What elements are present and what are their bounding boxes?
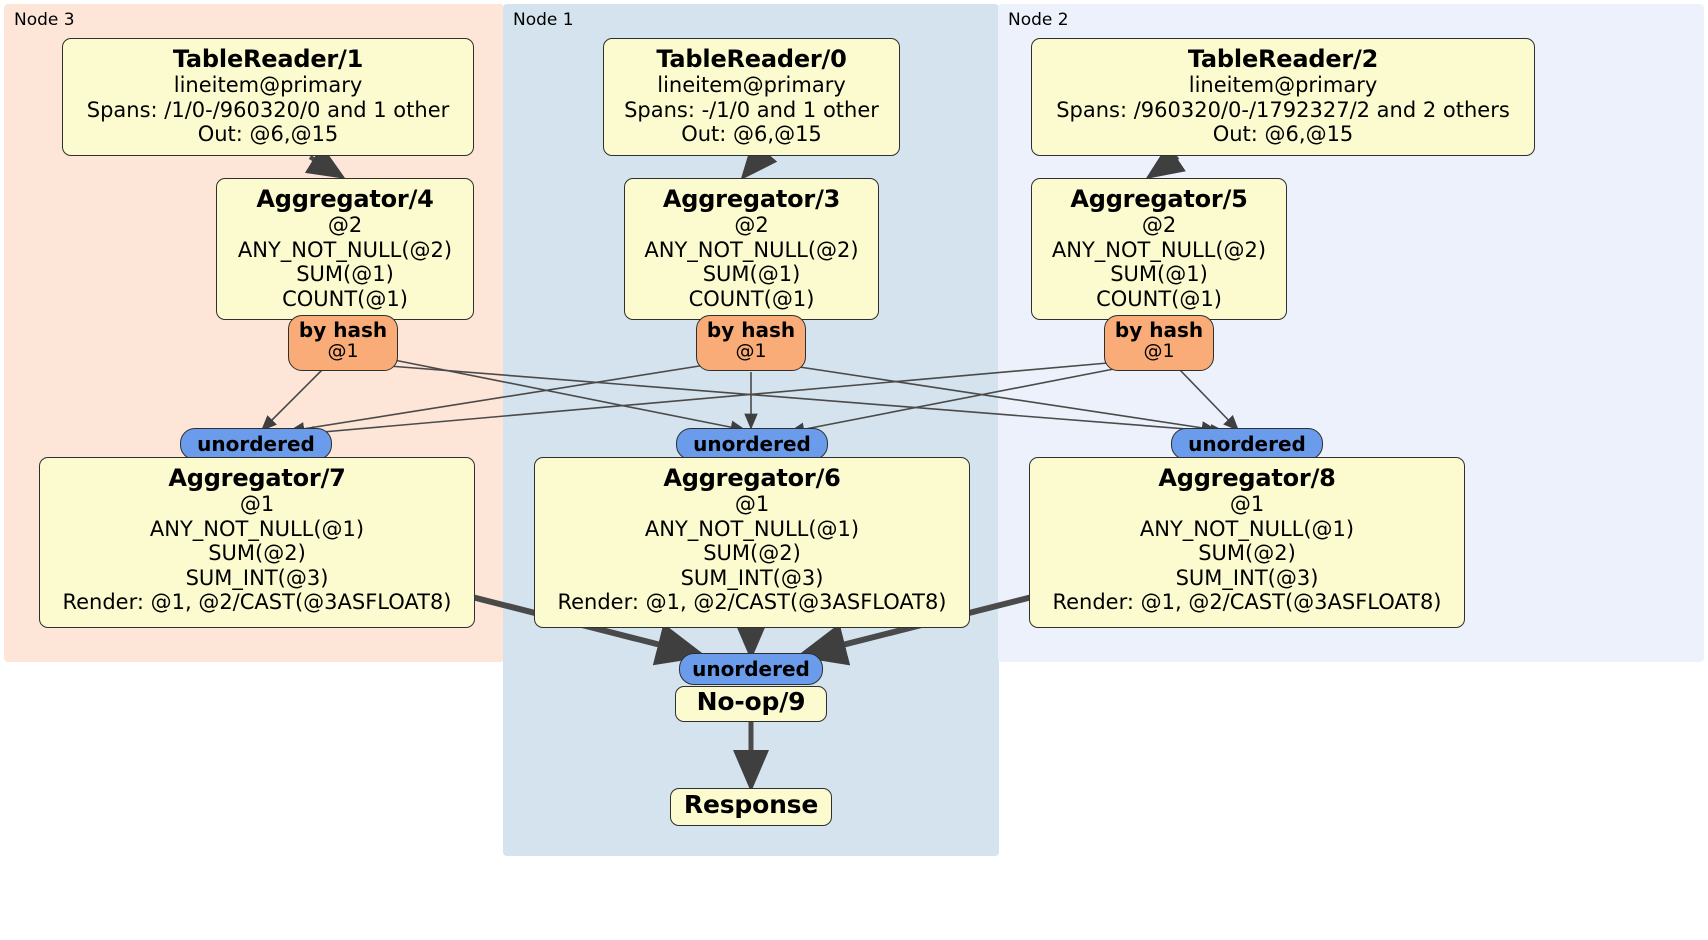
badge-by-hash-left[interactable]: by hash @1 — [288, 315, 398, 371]
badge-by-hash-center[interactable]: by hash @1 — [696, 315, 806, 371]
aggregator-3-group: @2 — [734, 213, 769, 238]
table-reader-2-spans: Spans: /960320/0-/1792327/2 and 2 others — [1056, 97, 1510, 122]
badge-unordered-center-title: unordered — [693, 431, 811, 456]
table-reader-0-title: TableReader/0 — [656, 45, 847, 73]
table-reader-0-out: Out: @6,@15 — [681, 122, 822, 147]
aggregator-7-group: @1 — [239, 492, 275, 517]
aggregator-7-agg2: SUM(@2) — [208, 541, 306, 566]
aggregator-6-render: Render: @1, @2/CAST(@3ASFLOAT8) — [557, 590, 947, 615]
badge-unordered-left[interactable]: unordered — [180, 428, 332, 460]
table-reader-0-table: lineitem@primary — [657, 73, 846, 98]
processor-aggregator-6[interactable]: Aggregator/6 @1 ANY_NOT_NULL(@1) SUM(@2)… — [534, 457, 970, 628]
aggregator-6-agg3: SUM_INT(@3) — [680, 565, 824, 590]
processor-table-reader-0[interactable]: TableReader/0 lineitem@primary Spans: -/… — [603, 38, 900, 156]
aggregator-8-agg3: SUM_INT(@3) — [1175, 565, 1319, 590]
badge-by-hash-right-title: by hash — [1114, 318, 1204, 342]
aggregator-6-agg1: ANY_NOT_NULL(@1) — [644, 516, 860, 541]
aggregator-5-agg1: ANY_NOT_NULL(@2) — [1051, 237, 1267, 262]
aggregator-4-agg2: SUM(@1) — [296, 262, 394, 287]
badge-unordered-right-title: unordered — [1188, 431, 1306, 456]
badge-unordered-right[interactable]: unordered — [1171, 428, 1323, 460]
node-panel-label-node3: Node 3 — [14, 10, 75, 30]
processor-response[interactable]: Response — [670, 788, 832, 826]
badge-unordered-left-title: unordered — [197, 431, 315, 456]
aggregator-7-agg3: SUM_INT(@3) — [185, 565, 329, 590]
aggregator-5-group: @2 — [1141, 213, 1177, 238]
table-reader-1-table: lineitem@primary — [173, 73, 363, 98]
processor-table-reader-2[interactable]: TableReader/2 lineitem@primary Spans: /9… — [1031, 38, 1535, 156]
aggregator-6-agg2: SUM(@2) — [703, 541, 801, 566]
aggregator-8-title: Aggregator/8 — [1158, 464, 1336, 492]
aggregator-7-title: Aggregator/7 — [168, 464, 346, 492]
aggregator-5-title: Aggregator/5 — [1070, 185, 1248, 213]
badge-by-hash-center-sub: @1 — [735, 340, 767, 363]
node-panel-label-node2: Node 2 — [1008, 10, 1069, 30]
badge-by-hash-left-title: by hash — [298, 318, 388, 342]
aggregator-8-render: Render: @1, @2/CAST(@3ASFLOAT8) — [1052, 590, 1442, 615]
badge-by-hash-left-sub: @1 — [327, 340, 359, 363]
badge-unordered-final-title: unordered — [692, 656, 810, 681]
badge-by-hash-right[interactable]: by hash @1 — [1104, 315, 1214, 371]
aggregator-3-agg3: COUNT(@1) — [688, 286, 815, 311]
aggregator-7-agg1: ANY_NOT_NULL(@1) — [149, 516, 365, 541]
aggregator-8-agg1: ANY_NOT_NULL(@1) — [1139, 516, 1355, 541]
aggregator-5-agg3: COUNT(@1) — [1096, 286, 1222, 311]
processor-aggregator-7[interactable]: Aggregator/7 @1 ANY_NOT_NULL(@1) SUM(@2)… — [39, 457, 475, 628]
response-title: Response — [683, 790, 819, 820]
aggregator-8-agg2: SUM(@2) — [1198, 541, 1296, 566]
processor-aggregator-4[interactable]: Aggregator/4 @2 ANY_NOT_NULL(@2) SUM(@1)… — [216, 178, 474, 320]
table-reader-0-spans: Spans: -/1/0 and 1 other — [624, 97, 879, 122]
badge-unordered-center[interactable]: unordered — [676, 428, 828, 460]
aggregator-6-title: Aggregator/6 — [663, 464, 841, 492]
table-reader-2-table: lineitem@primary — [1188, 73, 1378, 98]
processor-aggregator-3[interactable]: Aggregator/3 @2 ANY_NOT_NULL(@2) SUM(@1)… — [624, 178, 879, 320]
badge-by-hash-center-title: by hash — [706, 318, 796, 342]
processor-aggregator-8[interactable]: Aggregator/8 @1 ANY_NOT_NULL(@1) SUM(@2)… — [1029, 457, 1465, 628]
processor-aggregator-5[interactable]: Aggregator/5 @2 ANY_NOT_NULL(@2) SUM(@1)… — [1031, 178, 1287, 320]
aggregator-5-agg2: SUM(@1) — [1110, 262, 1208, 287]
table-reader-1-title: TableReader/1 — [172, 45, 364, 73]
badge-by-hash-right-sub: @1 — [1143, 340, 1175, 363]
aggregator-8-group: @1 — [1229, 492, 1265, 517]
aggregator-3-agg2: SUM(@1) — [702, 262, 801, 287]
table-reader-2-title: TableReader/2 — [1187, 45, 1379, 73]
processor-noop-9[interactable]: No-op/9 — [675, 686, 827, 722]
table-reader-1-spans: Spans: /1/0-/960320/0 and 1 other — [86, 97, 450, 122]
node-panel-label-node1: Node 1 — [513, 10, 574, 30]
noop-9-title: No-op/9 — [696, 687, 806, 717]
aggregator-4-agg3: COUNT(@1) — [282, 286, 408, 311]
table-reader-1-out: Out: @6,@15 — [197, 122, 339, 147]
badge-unordered-final[interactable]: unordered — [679, 653, 823, 685]
aggregator-4-agg1: ANY_NOT_NULL(@2) — [237, 237, 453, 262]
processor-table-reader-1[interactable]: TableReader/1 lineitem@primary Spans: /1… — [62, 38, 474, 156]
aggregator-4-group: @2 — [327, 213, 363, 238]
aggregator-4-title: Aggregator/4 — [256, 185, 434, 213]
aggregator-3-title: Aggregator/3 — [662, 185, 841, 213]
aggregator-6-group: @1 — [734, 492, 770, 517]
aggregator-7-render: Render: @1, @2/CAST(@3ASFLOAT8) — [62, 590, 452, 615]
aggregator-3-agg1: ANY_NOT_NULL(@2) — [644, 237, 859, 262]
table-reader-2-out: Out: @6,@15 — [1212, 122, 1354, 147]
